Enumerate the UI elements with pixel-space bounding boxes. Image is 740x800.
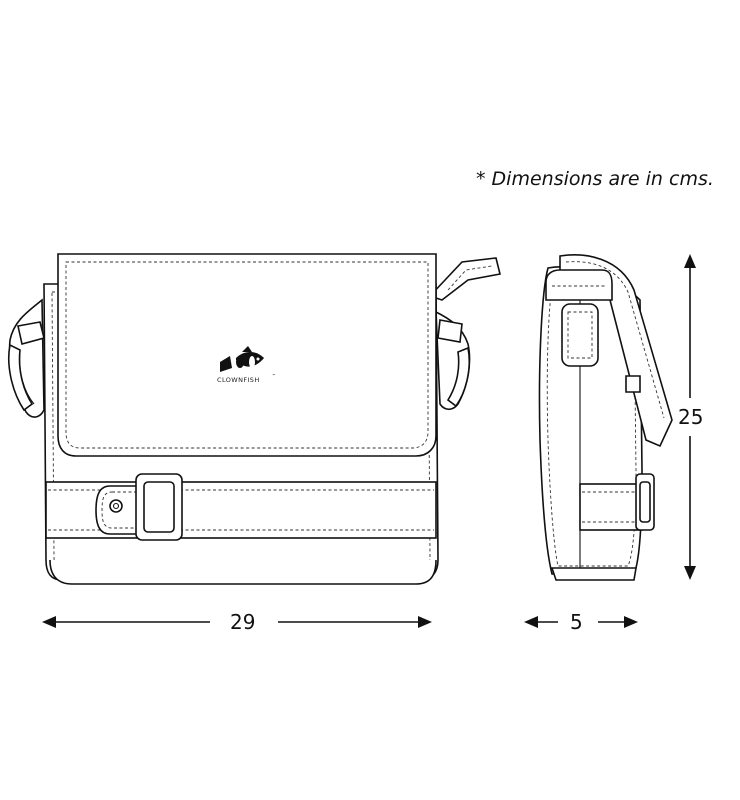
top-strap-tab xyxy=(428,257,501,301)
width-dimension-arrow xyxy=(42,616,432,628)
depth-dimension-arrow xyxy=(524,616,638,628)
clownfish-logo xyxy=(220,346,264,372)
front-belt-strap xyxy=(45,473,437,541)
brand-trademark: ™ xyxy=(272,373,276,378)
left-strap-loop xyxy=(7,298,45,418)
bag-side-view xyxy=(538,254,673,581)
right-strap-loop xyxy=(435,310,471,411)
width-label: 29 xyxy=(230,610,256,634)
bag-front-view xyxy=(7,253,501,585)
brand-name: CLOWNFISH xyxy=(217,376,260,384)
side-belt-strap xyxy=(579,473,655,531)
side-strap-loop xyxy=(545,269,613,367)
dimensions-note: * Dimensions are in cms. xyxy=(476,168,714,190)
depth-label: 5 xyxy=(570,610,583,634)
height-label: 25 xyxy=(678,405,704,429)
height-dimension-arrow xyxy=(684,254,696,580)
